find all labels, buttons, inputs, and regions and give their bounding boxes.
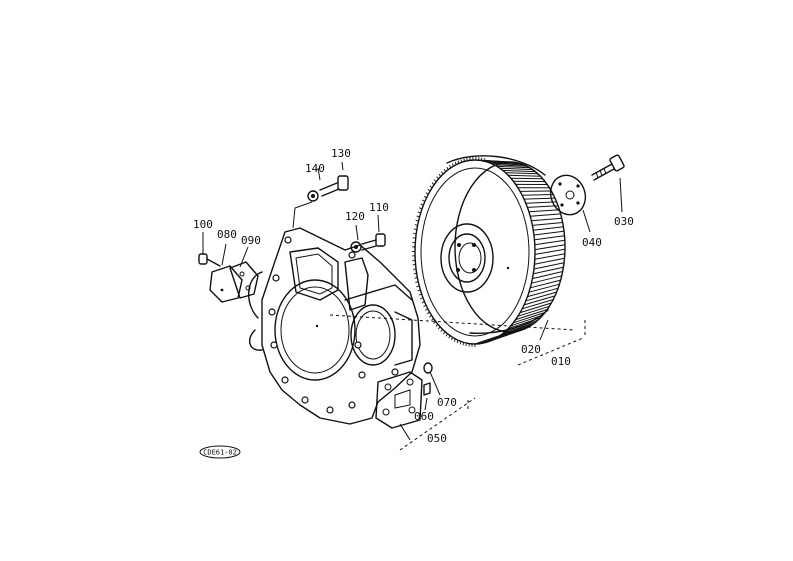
gear-tooth — [510, 177, 543, 180]
flywheel-housing — [248, 227, 421, 425]
label-090: 090 — [241, 234, 261, 247]
label-100: 100 — [193, 218, 213, 231]
gear-tooth — [522, 194, 554, 196]
pin-and-washer — [423, 362, 433, 396]
label-140: 140 — [305, 162, 325, 175]
gear-tooth — [502, 321, 536, 335]
ring-gear-teeth — [412, 156, 566, 347]
gear-tooth — [532, 222, 563, 226]
gear-tooth — [525, 291, 557, 302]
gear-tooth — [524, 197, 556, 200]
gear-tooth — [493, 164, 528, 167]
gear-tooth — [534, 257, 565, 265]
label-130: 130 — [331, 147, 351, 160]
label-070: 070 — [437, 396, 457, 409]
gear-tooth — [531, 217, 562, 222]
gear-tooth — [534, 253, 565, 260]
gear-tooth — [532, 271, 563, 280]
part-labels: 130 140 120 110 100 080 090 030 040 020 … — [193, 147, 634, 445]
gear-tooth — [508, 317, 541, 330]
leader-lines — [202, 161, 623, 451]
gear-tooth — [534, 235, 565, 241]
gear-tooth — [517, 305, 550, 317]
gear-tooth — [530, 213, 561, 217]
gear-tooth — [505, 172, 538, 175]
gear-tooth — [533, 266, 564, 275]
gear-tooth — [533, 226, 564, 231]
label-110: 110 — [369, 201, 389, 214]
gear-tooth — [533, 262, 565, 270]
label-020: 020 — [521, 343, 541, 356]
label-030: 030 — [614, 215, 634, 228]
gear-tooth — [534, 239, 565, 246]
label-060: 060 — [414, 410, 434, 423]
gear-tooth — [502, 169, 536, 173]
gear-tooth — [510, 314, 543, 327]
gear-tooth — [523, 295, 556, 306]
gear-tooth — [527, 287, 559, 298]
gear-tooth — [520, 302, 552, 314]
gear-tooth — [515, 309, 548, 321]
flywheel-plate — [549, 174, 587, 216]
label-040: 040 — [582, 236, 602, 249]
label-120: 120 — [345, 210, 365, 223]
gear-tooth — [487, 161, 522, 165]
flywheel-bolt — [591, 154, 625, 181]
gear-tooth — [534, 244, 566, 251]
gear-tooth — [525, 201, 557, 204]
gear-tooth — [505, 319, 539, 332]
label-080: 080 — [217, 228, 237, 241]
gear-tooth — [496, 165, 531, 169]
gear-tooth — [474, 331, 511, 345]
gear-tooth — [484, 160, 519, 164]
gear-tooth — [528, 209, 560, 213]
flywheel — [412, 155, 566, 347]
gear-tooth — [499, 167, 533, 171]
gear-tooth — [531, 275, 562, 284]
gear-tooth — [508, 174, 541, 177]
gear-tooth — [522, 299, 554, 310]
svg-text:CDE61-02: CDE61-02 — [203, 449, 237, 457]
gear-tooth — [527, 205, 559, 208]
gear-tooth — [533, 230, 565, 236]
label-050: 050 — [427, 432, 447, 445]
diagram-code-badge: CDE61-02 — [199, 445, 241, 459]
gear-tooth — [513, 311, 546, 324]
gear-tooth — [530, 279, 561, 289]
gear-tooth — [528, 283, 560, 293]
cover-plate — [375, 371, 423, 429]
inspection-cover — [198, 253, 259, 303]
gear-tooth — [534, 248, 566, 255]
gear-tooth — [490, 162, 525, 166]
label-010: 010 — [551, 355, 571, 368]
housing-bolts — [307, 175, 386, 253]
